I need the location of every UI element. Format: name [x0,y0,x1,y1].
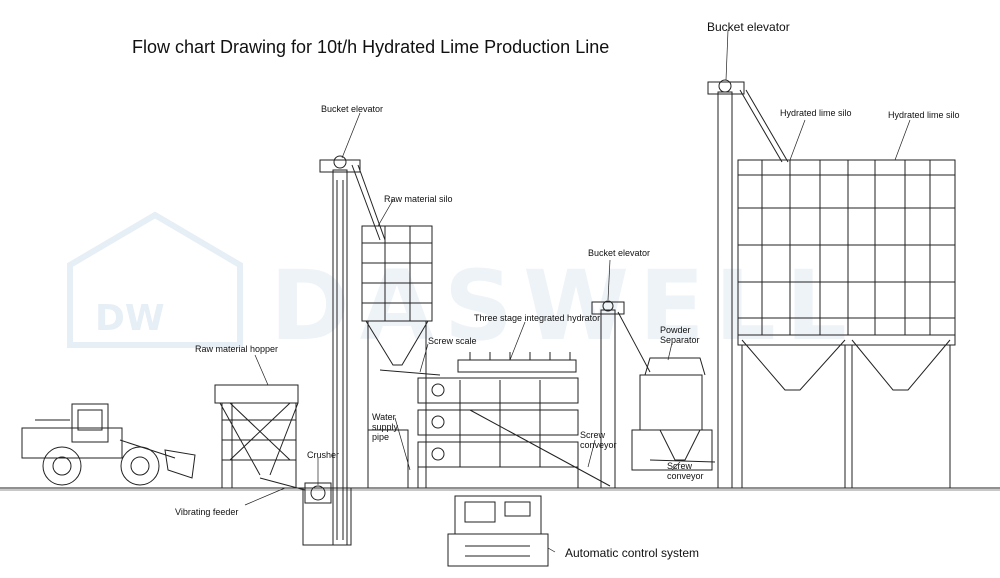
hydrated-lime-silos-drawing [737,159,956,488]
label-crusher: Crusher [307,450,340,460]
bucket-elevator-2-drawing [591,300,651,489]
label-bucket-elevator-1: Bucket elevator [321,104,384,114]
label-hydrated-lime-silo-2: Hydrated lime silo [888,110,960,120]
watermark-logo: DW [67,211,243,348]
powder-separator-drawing [631,357,716,471]
raw-material-silo-drawing [361,225,441,489]
crusher-pit-drawing [259,477,352,546]
raw-material-hopper-drawing [214,384,299,488]
label-raw-material-hopper: Raw material hopper [195,344,279,354]
label-bucket-elevator-3: Bucket elevator [707,20,790,34]
control-cabinet-drawing [447,495,549,567]
label-hydrated-lime-silo-1: Hydrated lime silo [780,108,852,118]
page-title: Flow chart Drawing for 10t/h Hydrated Li… [132,37,610,57]
label-screw-conveyor-1: Screw conveyor [580,430,617,450]
label-raw-material-silo: Raw material silo [384,194,453,204]
hydrator-drawing [417,352,611,488]
brand-watermark: DASWELL [270,250,857,362]
label-vibrating-feeder: Vibrating feeder [175,507,239,517]
bucket-elevator-3-drawing [707,79,789,489]
label-screw-scale: Screw scale [428,336,477,346]
label-powder-separator: Powder Separator [660,325,700,345]
watermark-logo-text: DW [95,298,165,339]
label-three-stage-hydrator: Three stage integrated hydrator [474,313,601,323]
leader-lines [244,29,911,553]
label-screw-conveyor-2: Screw conveyor [667,461,704,481]
label-water-supply-pipe: Water supply pipe [372,412,399,442]
label-automatic-control-system: Automatic control system [565,546,700,560]
wheel-loader-drawing [21,403,196,486]
label-bucket-elevator-2: Bucket elevator [588,248,651,258]
bucket-elevator-1-drawing [319,155,386,546]
